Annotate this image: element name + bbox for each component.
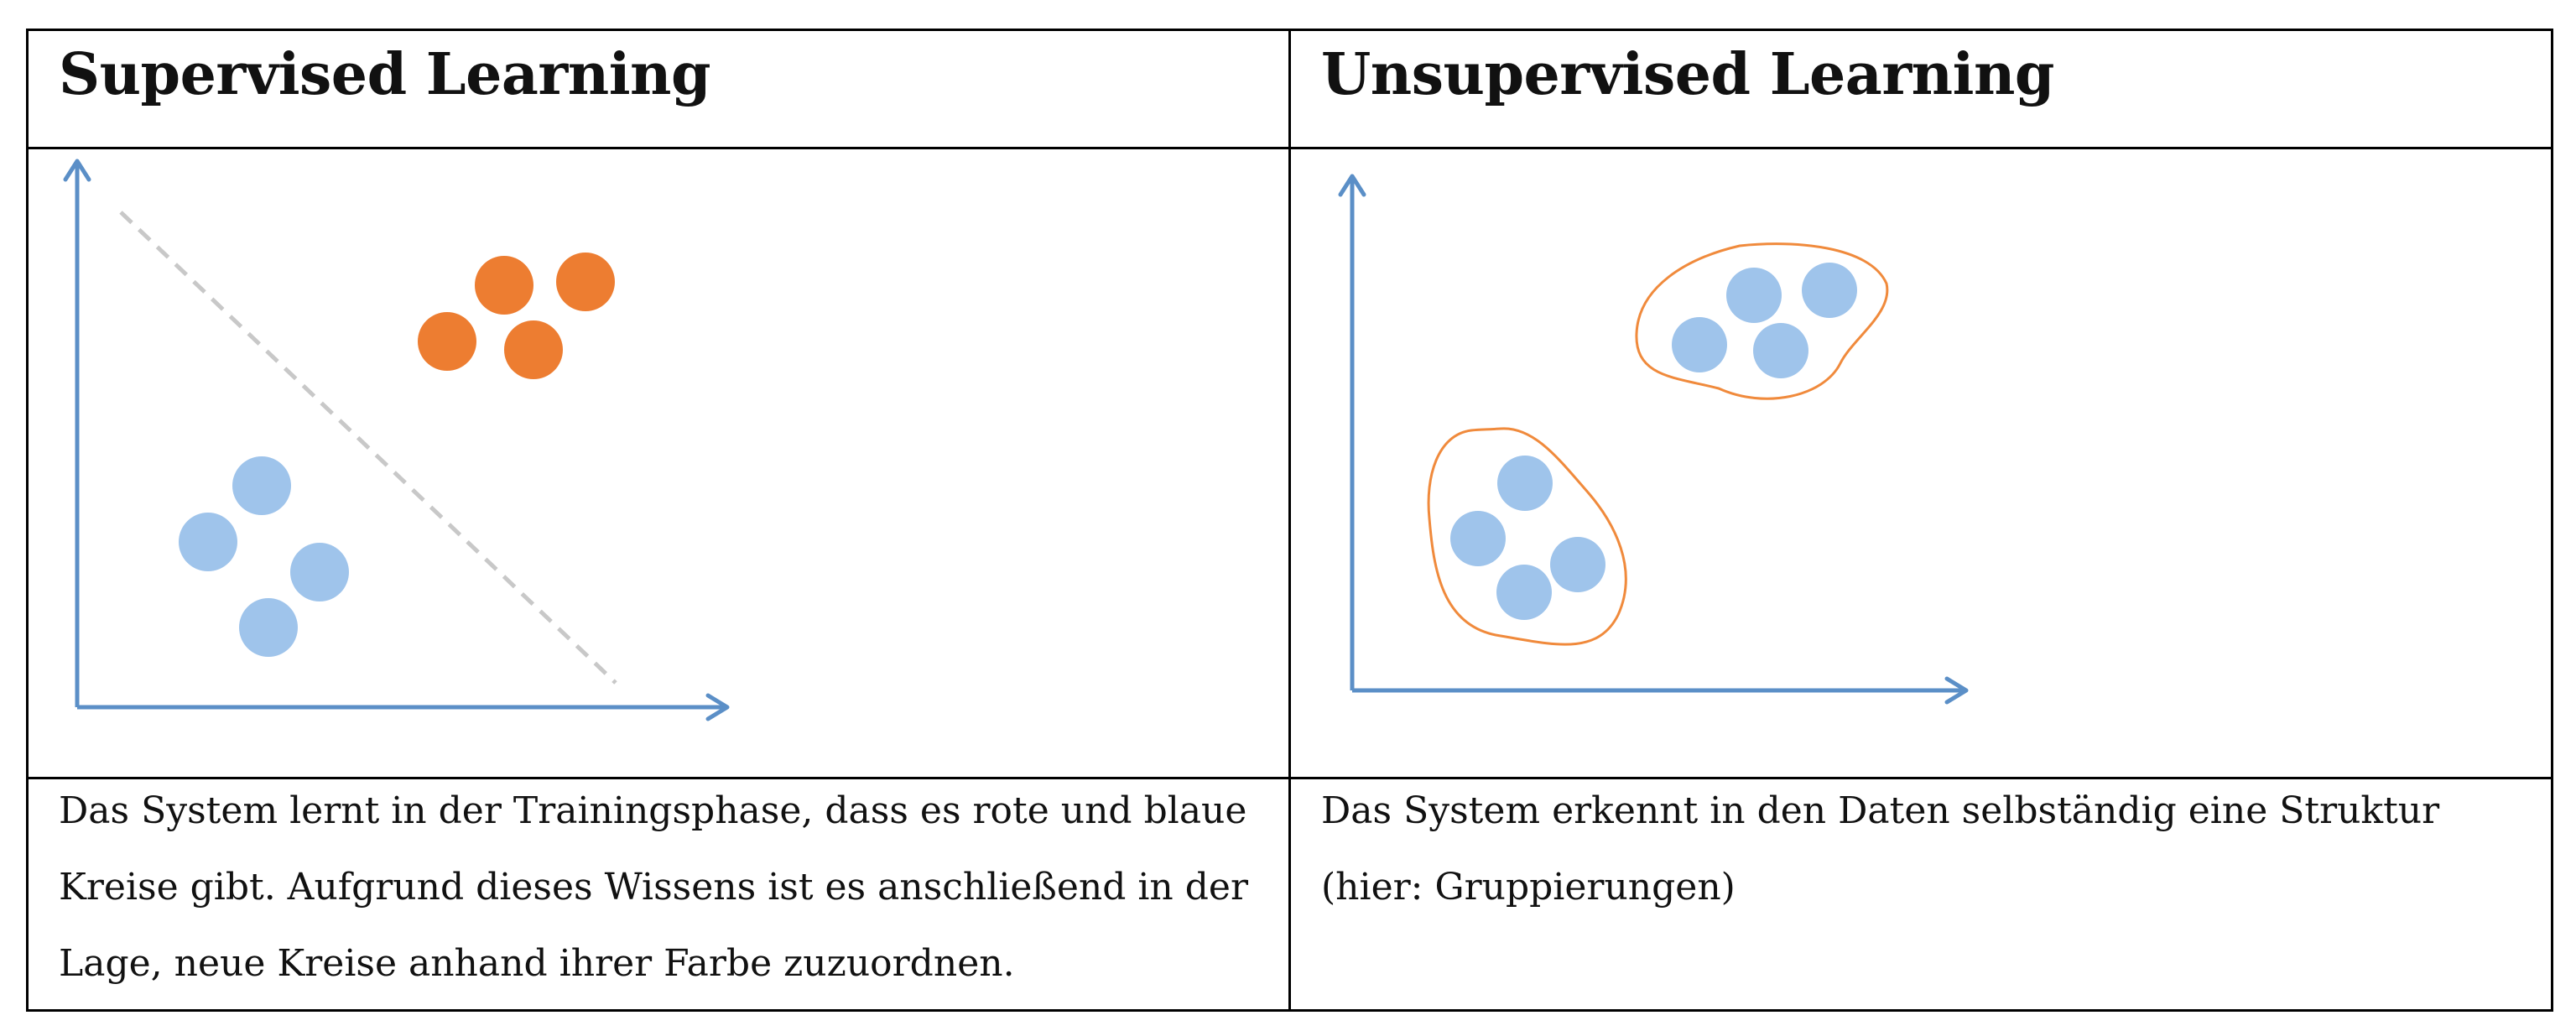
unsupervised-title: Unsupervised Learning [1321, 41, 2054, 108]
supervised-title: Supervised Learning [59, 41, 711, 108]
orange-point [475, 256, 533, 315]
unsupervised-description: Das System erkennt in den Daten selbstän… [1321, 789, 2440, 909]
blue-point [232, 456, 291, 515]
supervised-description-cell: Das System lernt in der Trainingsphase, … [26, 777, 1291, 1012]
cluster-outline [1427, 427, 1627, 646]
unsupervised-diagram [1338, 174, 1969, 705]
unsupervised-description-cell: Das System erkennt in den Daten selbstän… [1288, 777, 2553, 1012]
axis-arrow-icon [63, 159, 91, 182]
cluster-point [1802, 263, 1857, 318]
cluster-point [1550, 537, 1605, 592]
orange-point [418, 312, 476, 371]
blue-point [179, 513, 237, 571]
unsupervised-header-cell: Unsupervised Learning [1288, 29, 2553, 149]
cluster-point [1726, 268, 1782, 323]
supervised-description: Das System lernt in der Trainingsphase, … [59, 789, 1248, 985]
diagram-row [26, 147, 2553, 779]
axis-arrow-icon [1338, 174, 1366, 197]
axis-arrow-icon [705, 693, 730, 721]
description-row: Das System lernt in der Trainingsphase, … [26, 777, 2553, 1012]
comparison-table: Supervised Learning Unsupervised Learnin… [26, 29, 2553, 1012]
cluster-point [1672, 317, 1727, 372]
cluster-point [1450, 511, 1506, 566]
supervised-header-cell: Supervised Learning [26, 29, 1291, 149]
supervised-diagram [63, 159, 730, 721]
blue-point [290, 543, 349, 601]
cluster-point [1497, 456, 1553, 511]
axis-arrow-icon [1944, 676, 1969, 705]
blue-point [239, 598, 298, 657]
header-row: Supervised Learning Unsupervised Learnin… [26, 29, 2553, 149]
orange-point [504, 320, 563, 379]
cluster-outline [1635, 242, 1889, 400]
supervised-diagram-cell [26, 147, 1291, 779]
cluster-point [1753, 323, 1808, 378]
unsupervised-diagram-cell [1288, 147, 2553, 779]
decision-boundary [119, 211, 617, 685]
orange-point [556, 253, 615, 311]
cluster-point [1496, 565, 1552, 620]
